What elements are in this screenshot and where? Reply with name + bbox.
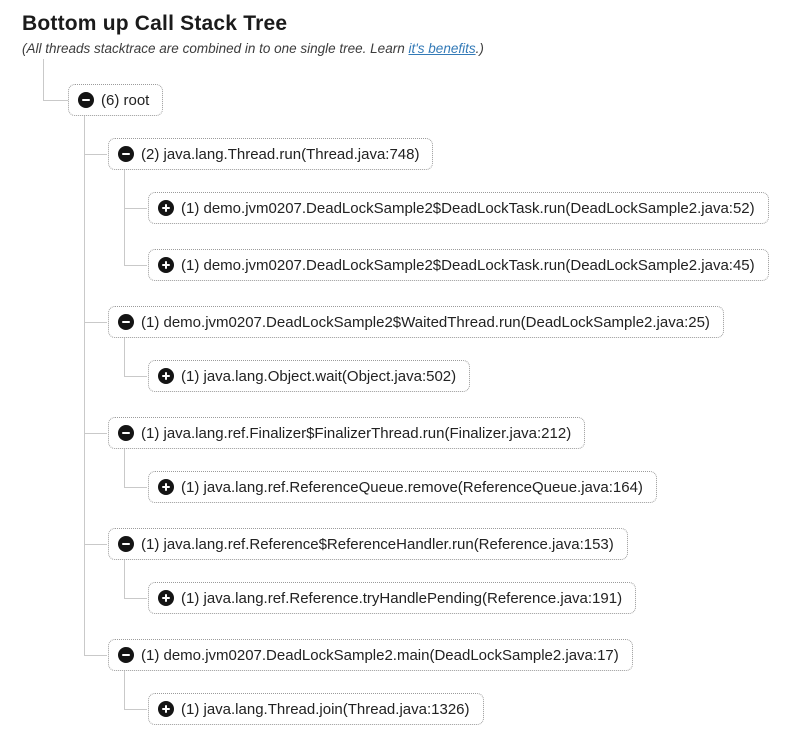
tree-node-label: (1) java.lang.ref.Reference$ReferenceHan… xyxy=(141,535,614,553)
tree-node-label: (1) java.lang.Thread.join(Thread.java:13… xyxy=(181,700,470,718)
tree-node-item: (1) java.lang.ref.ReferenceQueue.remove(… xyxy=(124,449,800,503)
tree-node[interactable]: (1) demo.jvm0207.DeadLockSample2.main(De… xyxy=(108,639,633,671)
tree-node-label: (1) java.lang.ref.Reference.tryHandlePen… xyxy=(181,589,623,607)
tree-node[interactable]: (1) java.lang.Object.wait(Object.java:50… xyxy=(148,360,471,392)
tree-children: (1) java.lang.Object.wait(Object.java:50… xyxy=(108,338,800,392)
tree-node[interactable]: (1) demo.jvm0207.DeadLockSample2$DeadLoc… xyxy=(148,192,769,224)
call-stack-tree: (6) root (2) java.lang.Thread.run(Thread… xyxy=(22,59,800,750)
collapse-icon[interactable] xyxy=(78,92,94,108)
tree-node-label: (1) demo.jvm0207.DeadLockSample2$WaitedT… xyxy=(141,313,710,331)
collapse-icon[interactable] xyxy=(118,314,134,330)
tree-node-item: (2) java.lang.Thread.run(Thread.java:748… xyxy=(84,116,800,306)
expand-icon[interactable] xyxy=(158,479,174,495)
collapse-icon[interactable] xyxy=(118,647,134,663)
page-title: Bottom up Call Stack Tree xyxy=(22,12,288,35)
tree-node-item: (1) java.lang.Thread.join(Thread.java:13… xyxy=(124,671,800,725)
tree-children: (1) java.lang.ref.Reference.tryHandlePen… xyxy=(108,560,800,614)
tree-node[interactable]: (6) root xyxy=(68,84,164,116)
tree-node[interactable]: (1) java.lang.ref.ReferenceQueue.remove(… xyxy=(148,471,657,503)
tree-node-item: (1) java.lang.Object.wait(Object.java:50… xyxy=(124,338,800,392)
tree-node[interactable]: (1) demo.jvm0207.DeadLockSample2$DeadLoc… xyxy=(148,249,769,281)
collapse-icon[interactable] xyxy=(118,146,134,162)
tree-node-label: (2) java.lang.Thread.run(Thread.java:748… xyxy=(141,145,420,163)
tree-node[interactable]: (2) java.lang.Thread.run(Thread.java:748… xyxy=(108,138,434,170)
tree-node-item: (1) demo.jvm0207.DeadLockSample2.main(De… xyxy=(84,639,800,725)
tree-node-root: (6) root (2) java.lang.Thread.run(Thread… xyxy=(43,59,800,750)
expand-icon[interactable] xyxy=(158,368,174,384)
tree-node-label: (1) java.lang.ref.Finalizer$FinalizerThr… xyxy=(141,424,572,442)
subtitle-suffix: .) xyxy=(475,41,484,56)
tree-node-label: (1) demo.jvm0207.DeadLockSample2$DeadLoc… xyxy=(181,199,755,217)
tree-node[interactable]: (1) java.lang.Thread.join(Thread.java:13… xyxy=(148,693,484,725)
tree-node[interactable]: (1) java.lang.ref.Finalizer$FinalizerThr… xyxy=(108,417,586,449)
expand-icon[interactable] xyxy=(158,590,174,606)
tree-node[interactable]: (1) demo.jvm0207.DeadLockSample2$WaitedT… xyxy=(108,306,724,338)
tree-node-item: (1) demo.jvm0207.DeadLockSample2$DeadLoc… xyxy=(124,170,800,249)
tree-node-item: (1) demo.jvm0207.DeadLockSample2$DeadLoc… xyxy=(124,249,800,281)
tree-children: (2) java.lang.Thread.run(Thread.java:748… xyxy=(68,116,800,725)
tree-children: (1) java.lang.ref.ReferenceQueue.remove(… xyxy=(108,449,800,503)
tree-node-item: (1) java.lang.ref.Finalizer$FinalizerThr… xyxy=(84,417,800,528)
tree-node[interactable]: (1) java.lang.ref.Reference.tryHandlePen… xyxy=(148,582,637,614)
benefits-link[interactable]: it's benefits xyxy=(408,41,476,56)
tree-node-label: (1) demo.jvm0207.DeadLockSample2.main(De… xyxy=(141,646,619,664)
expand-icon[interactable] xyxy=(158,257,174,273)
tree-node-label: (6) root xyxy=(101,91,150,109)
collapse-icon[interactable] xyxy=(118,425,134,441)
expand-icon[interactable] xyxy=(158,200,174,216)
tree-node-item: (1) demo.jvm0207.DeadLockSample2$WaitedT… xyxy=(84,306,800,417)
tree-node-label: (1) demo.jvm0207.DeadLockSample2$DeadLoc… xyxy=(181,256,755,274)
tree-node-item: (1) java.lang.ref.Reference$ReferenceHan… xyxy=(84,528,800,639)
tree-node-item: (1) java.lang.ref.Reference.tryHandlePen… xyxy=(124,560,800,614)
tree-children: (1) java.lang.Thread.join(Thread.java:13… xyxy=(108,671,800,725)
tree-node-label: (1) java.lang.ref.ReferenceQueue.remove(… xyxy=(181,478,643,496)
collapse-icon[interactable] xyxy=(118,536,134,552)
tree-children: (1) demo.jvm0207.DeadLockSample2$DeadLoc… xyxy=(108,170,800,281)
tree-node-label: (1) java.lang.Object.wait(Object.java:50… xyxy=(181,367,457,385)
expand-icon[interactable] xyxy=(158,701,174,717)
tree-node[interactable]: (1) java.lang.ref.Reference$ReferenceHan… xyxy=(108,528,628,560)
page-subtitle: (All threads stacktrace are combined in … xyxy=(22,41,800,56)
subtitle-text: (All threads stacktrace are combined in … xyxy=(22,41,409,56)
